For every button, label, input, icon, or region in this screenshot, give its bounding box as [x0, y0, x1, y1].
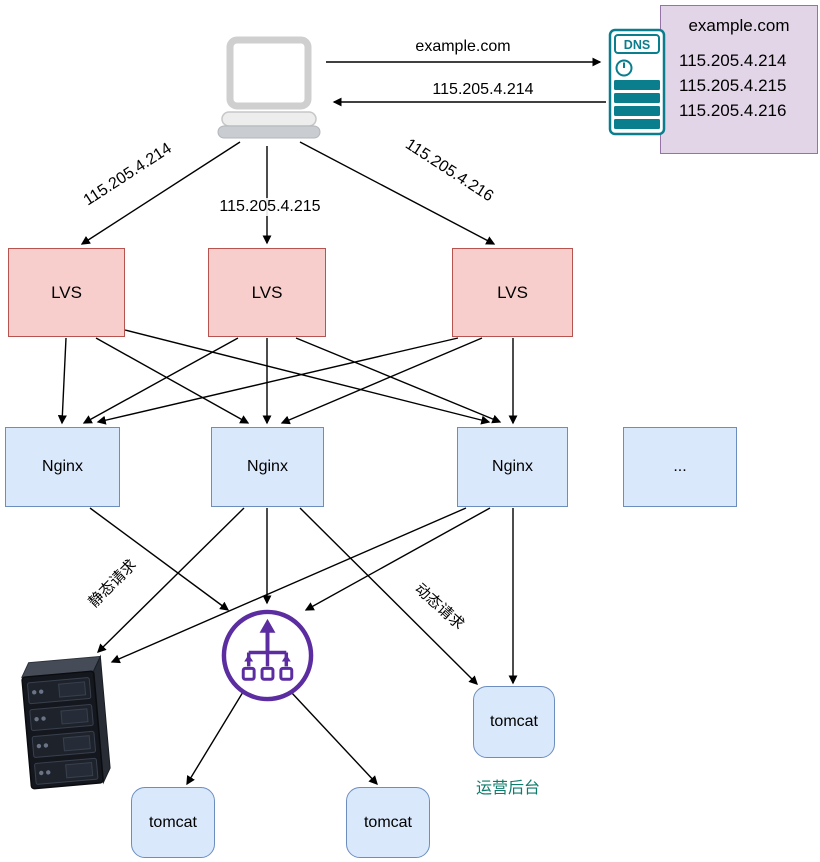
dns-ip-3: 115.205.4.216 [679, 101, 787, 120]
power-icon [615, 59, 633, 77]
edge-lvs3-nginx2 [280, 337, 483, 425]
edge-nginx2-tomcat-ops [299, 507, 478, 685]
client-laptop-icon [216, 36, 322, 147]
edge-nginx3-rack [110, 507, 467, 664]
tomcat-label: tomcat [363, 813, 412, 831]
nginx-label: Nginx [42, 458, 83, 475]
nginx-label: Nginx [247, 458, 288, 475]
edge-lvs2-nginx1 [82, 337, 239, 424]
lvs-label: LVS [251, 282, 283, 302]
dns-record-panel: example.com 115.205.4.214 115.205.4.215 … [660, 5, 818, 154]
lvs-node-3: LVS [452, 248, 573, 337]
static-server-rack-icon [12, 648, 112, 803]
dns-server-icon: DNS [608, 28, 666, 141]
load-balancer-icon [218, 606, 317, 710]
nginx-node-more: ... [623, 427, 737, 507]
edge-lvs1-nginx3 [124, 329, 491, 425]
nginx-label: Nginx [492, 458, 533, 475]
lvs-node-1: LVS [8, 248, 125, 337]
dns-ip-2: 115.205.4.215 [679, 76, 787, 95]
edge-nginx2-rack [97, 507, 245, 653]
edge-lvs2-nginx3 [295, 337, 502, 424]
edge-cluster-tomcat-mid [290, 691, 378, 785]
nginx-node-1: Nginx [5, 427, 120, 507]
edge-nginx1-cluster [89, 507, 230, 611]
ellipsis-label: ... [673, 458, 687, 475]
edge-lvs3-nginx1 [96, 337, 459, 425]
lvs-node-2: LVS [208, 248, 326, 337]
tomcat-node-mid: tomcat [346, 787, 430, 858]
lvs-label: LVS [51, 282, 82, 302]
label-dns-query: example.com [412, 38, 514, 56]
tomcat-label: tomcat [148, 813, 197, 831]
edge-lvs1-nginx2 [95, 337, 250, 424]
tomcat-node-left: tomcat [131, 787, 215, 858]
dns-domain: example.com [688, 16, 790, 35]
edge-client-to-lvs3 [299, 141, 496, 245]
tomcat-label: tomcat [489, 713, 538, 730]
edge-client-to-lvs1 [80, 141, 241, 245]
label-ip-lvs-middle: 115.205.4.215 [216, 198, 324, 216]
dns-ip-1: 115.205.4.214 [679, 51, 787, 70]
edge-lvs1-nginx1 [57, 337, 67, 425]
dns-icon-label: DNS [624, 38, 650, 52]
edge-cluster-tomcat-left [186, 691, 244, 786]
edge-nginx3-cluster [304, 507, 491, 611]
label-dns-response: 115.205.4.214 [429, 81, 537, 99]
nginx-node-3: Nginx [457, 427, 568, 507]
nginx-node-2: Nginx [211, 427, 324, 507]
ops-backend-caption: 运营后台 [475, 780, 541, 797]
lvs-label: LVS [497, 282, 528, 302]
tomcat-node-ops: tomcat [473, 686, 555, 758]
